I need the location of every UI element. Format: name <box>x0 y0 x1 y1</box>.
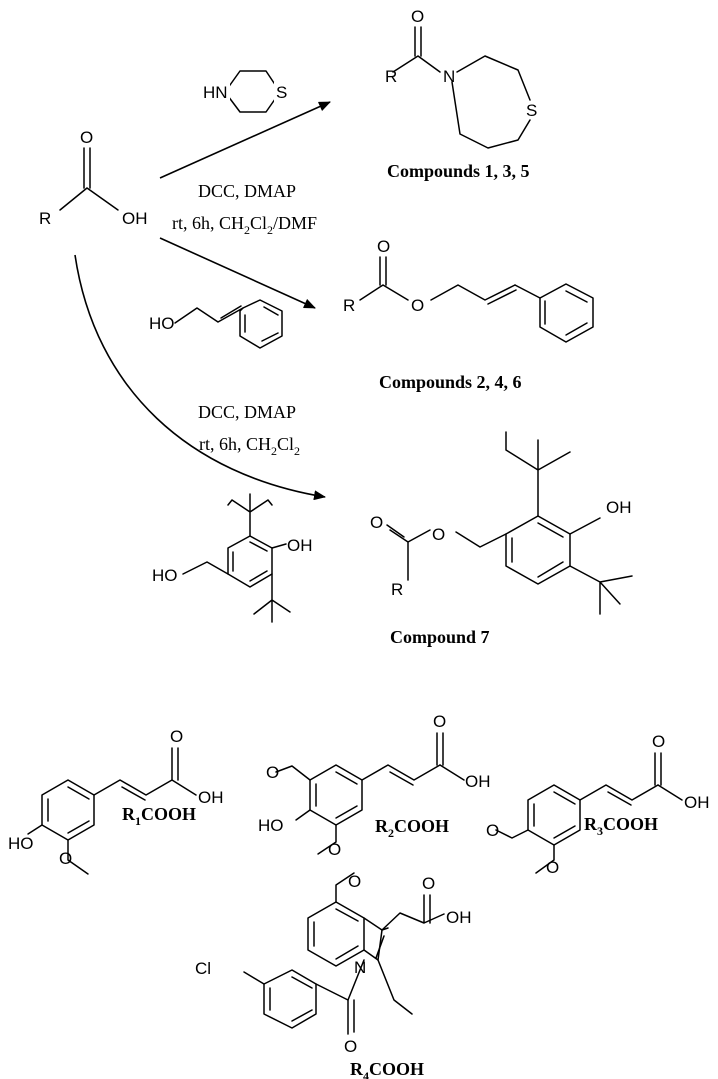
atom-ho: HO <box>152 566 178 585</box>
atom-o-methoxy-4: O <box>486 821 499 840</box>
atom-o: O <box>433 712 446 731</box>
cinnamyl-ester-product: R O O <box>343 237 594 343</box>
label-compounds-1-3-5: Compounds 1, 3, 5 <box>387 161 530 181</box>
r1-acid-structure: O OH HO O <box>8 727 224 875</box>
conditions-1-line1: DCC, DMAP <box>198 181 296 201</box>
atom-o-methoxy-top: O <box>266 763 279 782</box>
atom-r: R <box>343 296 355 315</box>
thiomorpholine-reagent: HN S <box>200 70 290 113</box>
label-compounds-2-4-6: Compounds 2, 4, 6 <box>379 372 522 392</box>
atom-o: O <box>422 874 435 893</box>
atom-o: O <box>652 732 665 751</box>
label-r4-cooh: R4COOH <box>350 1059 424 1079</box>
atom-ho: HO <box>149 314 175 333</box>
atom-o-methoxy-bottom: O <box>328 840 341 859</box>
atom-r: R <box>39 209 51 228</box>
atom-o: O <box>370 513 383 532</box>
hindered-phenol-alcohol-reagent: HO OH <box>152 493 313 623</box>
label-compound-7: Compound 7 <box>390 627 490 647</box>
atom-s: S <box>526 101 537 120</box>
atom-oh: OH <box>122 209 148 228</box>
atom-o-methoxy: O <box>348 872 361 891</box>
phenol-ester-product: O O R OH <box>370 431 633 615</box>
arrow-to-cinnamyl-ester <box>159 237 316 309</box>
atom-n: N <box>354 958 366 977</box>
atom-o-ester: O <box>411 296 424 315</box>
atom-cl: Cl <box>195 959 211 978</box>
starting-acid: R O OH <box>39 128 148 228</box>
reaction-arrows <box>74 101 331 501</box>
atom-o-ester: O <box>432 525 445 544</box>
r4-acid-structure: O O OH N O Cl <box>195 872 472 1056</box>
atom-oh: OH <box>446 908 472 927</box>
label-r3-cooh: R3COOH <box>584 814 658 838</box>
conditions-2-line1: DCC, DMAP <box>198 402 296 422</box>
atom-oh: OH <box>684 793 710 812</box>
atom-o-carbonyl: O <box>344 1037 357 1056</box>
label-r1-cooh: R1COOH <box>122 804 196 828</box>
atom-ho: HO <box>8 834 34 853</box>
atom-oh: OH <box>465 772 491 791</box>
atom-o: O <box>80 128 93 147</box>
atom-oh: OH <box>606 498 632 517</box>
arrow-to-thiomorpholide <box>159 101 331 179</box>
atom-n: N <box>443 67 455 86</box>
atom-r: R <box>385 67 397 86</box>
cinnamyl-alcohol-reagent: HO <box>149 299 283 349</box>
conditions-1-line2: rt, 6h, CH2Cl2/DMF <box>172 213 317 237</box>
r3-acid-structure: O OH O O <box>486 732 710 877</box>
atom-o: O <box>377 237 390 256</box>
atom-s: S <box>276 83 287 102</box>
atom-hn: HN <box>203 83 228 102</box>
atom-oh: OH <box>198 788 224 807</box>
atom-r: R <box>391 580 403 599</box>
r2-acid-structure: O OH O HO O <box>258 712 491 859</box>
arrow-to-phenol-ester <box>74 254 326 501</box>
atom-o-methoxy: O <box>59 849 72 868</box>
thiomorpholide-product: R O N S <box>385 7 537 149</box>
atom-o: O <box>411 7 424 26</box>
conditions-2-line2: rt, 6h, CH2Cl2 <box>199 434 300 458</box>
atom-o: O <box>170 727 183 746</box>
atom-ho: HO <box>258 816 284 835</box>
atom-oh: OH <box>287 536 313 555</box>
label-r2-cooh: R2COOH <box>375 816 449 840</box>
atom-o-methoxy-3: O <box>546 858 559 877</box>
